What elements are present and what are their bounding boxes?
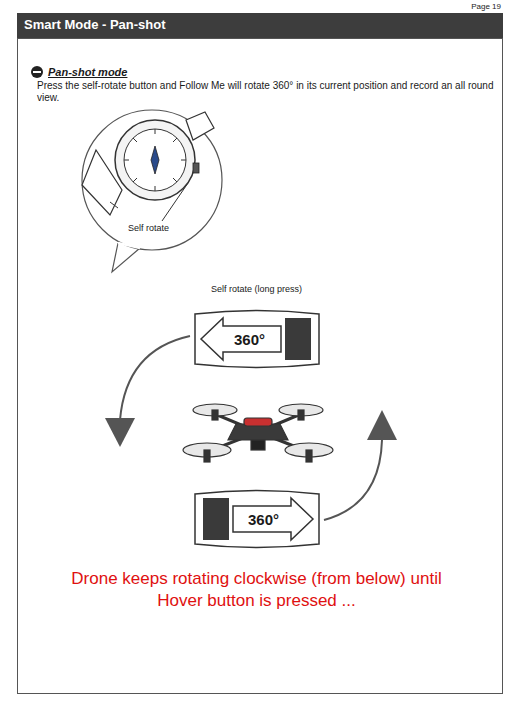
red-note: Drone keeps rotating clockwise (from bel… xyxy=(64,568,449,612)
rotation-label: 360° xyxy=(248,512,279,527)
page-number: Page 19 xyxy=(471,2,501,12)
dark-block xyxy=(285,318,311,360)
rotation-label: 360° xyxy=(234,332,265,347)
rotation-box: 360° xyxy=(193,488,321,550)
watch-illustration xyxy=(82,110,222,272)
leader-line xyxy=(162,183,188,221)
header-title: Smart Mode - Pan-shot xyxy=(24,17,166,33)
body-text: Press the self-rotate button and Follow … xyxy=(37,80,495,104)
box-outline xyxy=(195,311,319,368)
box-outline xyxy=(195,491,319,548)
diagram-label: Self rotate (long press) xyxy=(211,284,302,295)
direction-arrow xyxy=(233,498,313,540)
section-heading: Pan-shot mode xyxy=(48,65,127,79)
callout-label: Self rotate xyxy=(128,223,169,234)
page-frame xyxy=(18,39,503,694)
dark-block xyxy=(203,498,229,540)
drone-illustration xyxy=(183,404,333,462)
rotation-box: 360° xyxy=(193,308,321,370)
mode-icon xyxy=(31,66,43,78)
direction-arrow xyxy=(201,318,281,360)
header-bar xyxy=(17,13,503,38)
